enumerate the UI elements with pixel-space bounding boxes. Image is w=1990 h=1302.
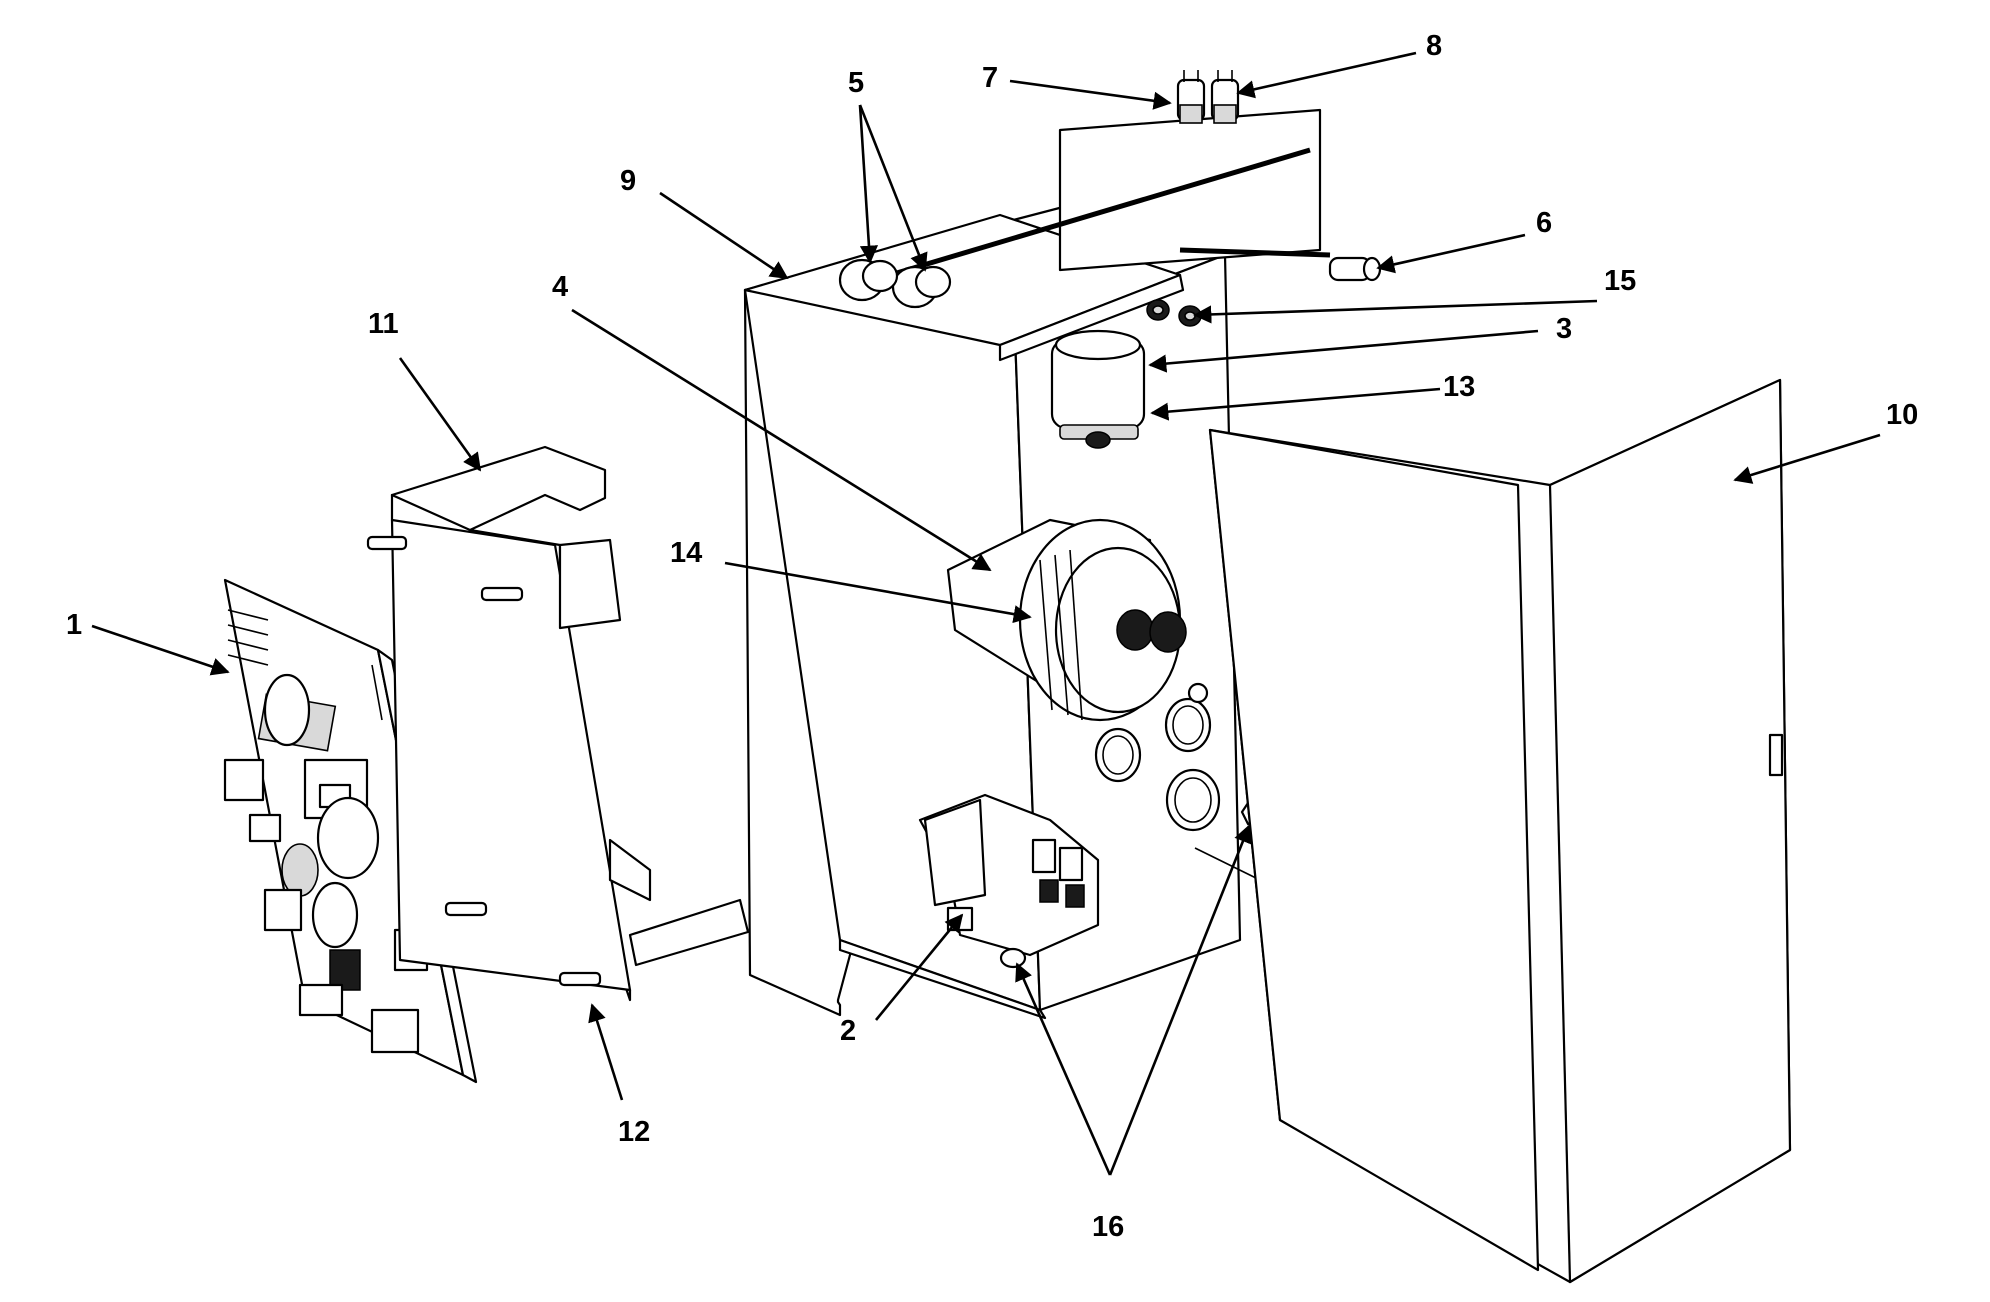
callout-2: 2: [840, 1015, 856, 1047]
callout-1: 1: [66, 609, 82, 641]
relay-valve: [1050, 329, 1146, 449]
pressure-fittings: [1176, 70, 1240, 124]
knockout-holes: [1094, 682, 1221, 832]
callout-3: 3: [1556, 313, 1572, 345]
callout-13: 13: [1443, 371, 1475, 403]
motor-capacitor: [946, 518, 1187, 722]
callout-6: 6: [1536, 207, 1552, 239]
callout-labels: 1 2 3 4 5 6 7 8 9 10 11 12 13 14 15 16: [66, 30, 1918, 1243]
callout-8: 8: [1426, 30, 1442, 62]
leader-lines: [91, 51, 1881, 1176]
end-fitting: [1328, 256, 1382, 282]
callout-15: 15: [1604, 265, 1636, 297]
callout-10: 10: [1886, 399, 1918, 431]
callout-16: 16: [1092, 1211, 1124, 1243]
fuse-holders: [838, 258, 952, 309]
callout-4: 4: [552, 271, 568, 303]
callout-11: 11: [368, 308, 399, 340]
back-cover: [1208, 378, 1792, 1284]
callout-14: 14: [670, 537, 702, 569]
callout-9: 9: [620, 165, 636, 197]
standoff-screws: [366, 535, 602, 987]
callout-7: 7: [982, 62, 998, 94]
callout-12: 12: [618, 1116, 650, 1148]
callout-5: 5: [848, 67, 864, 99]
front-cover: [366, 445, 750, 1002]
